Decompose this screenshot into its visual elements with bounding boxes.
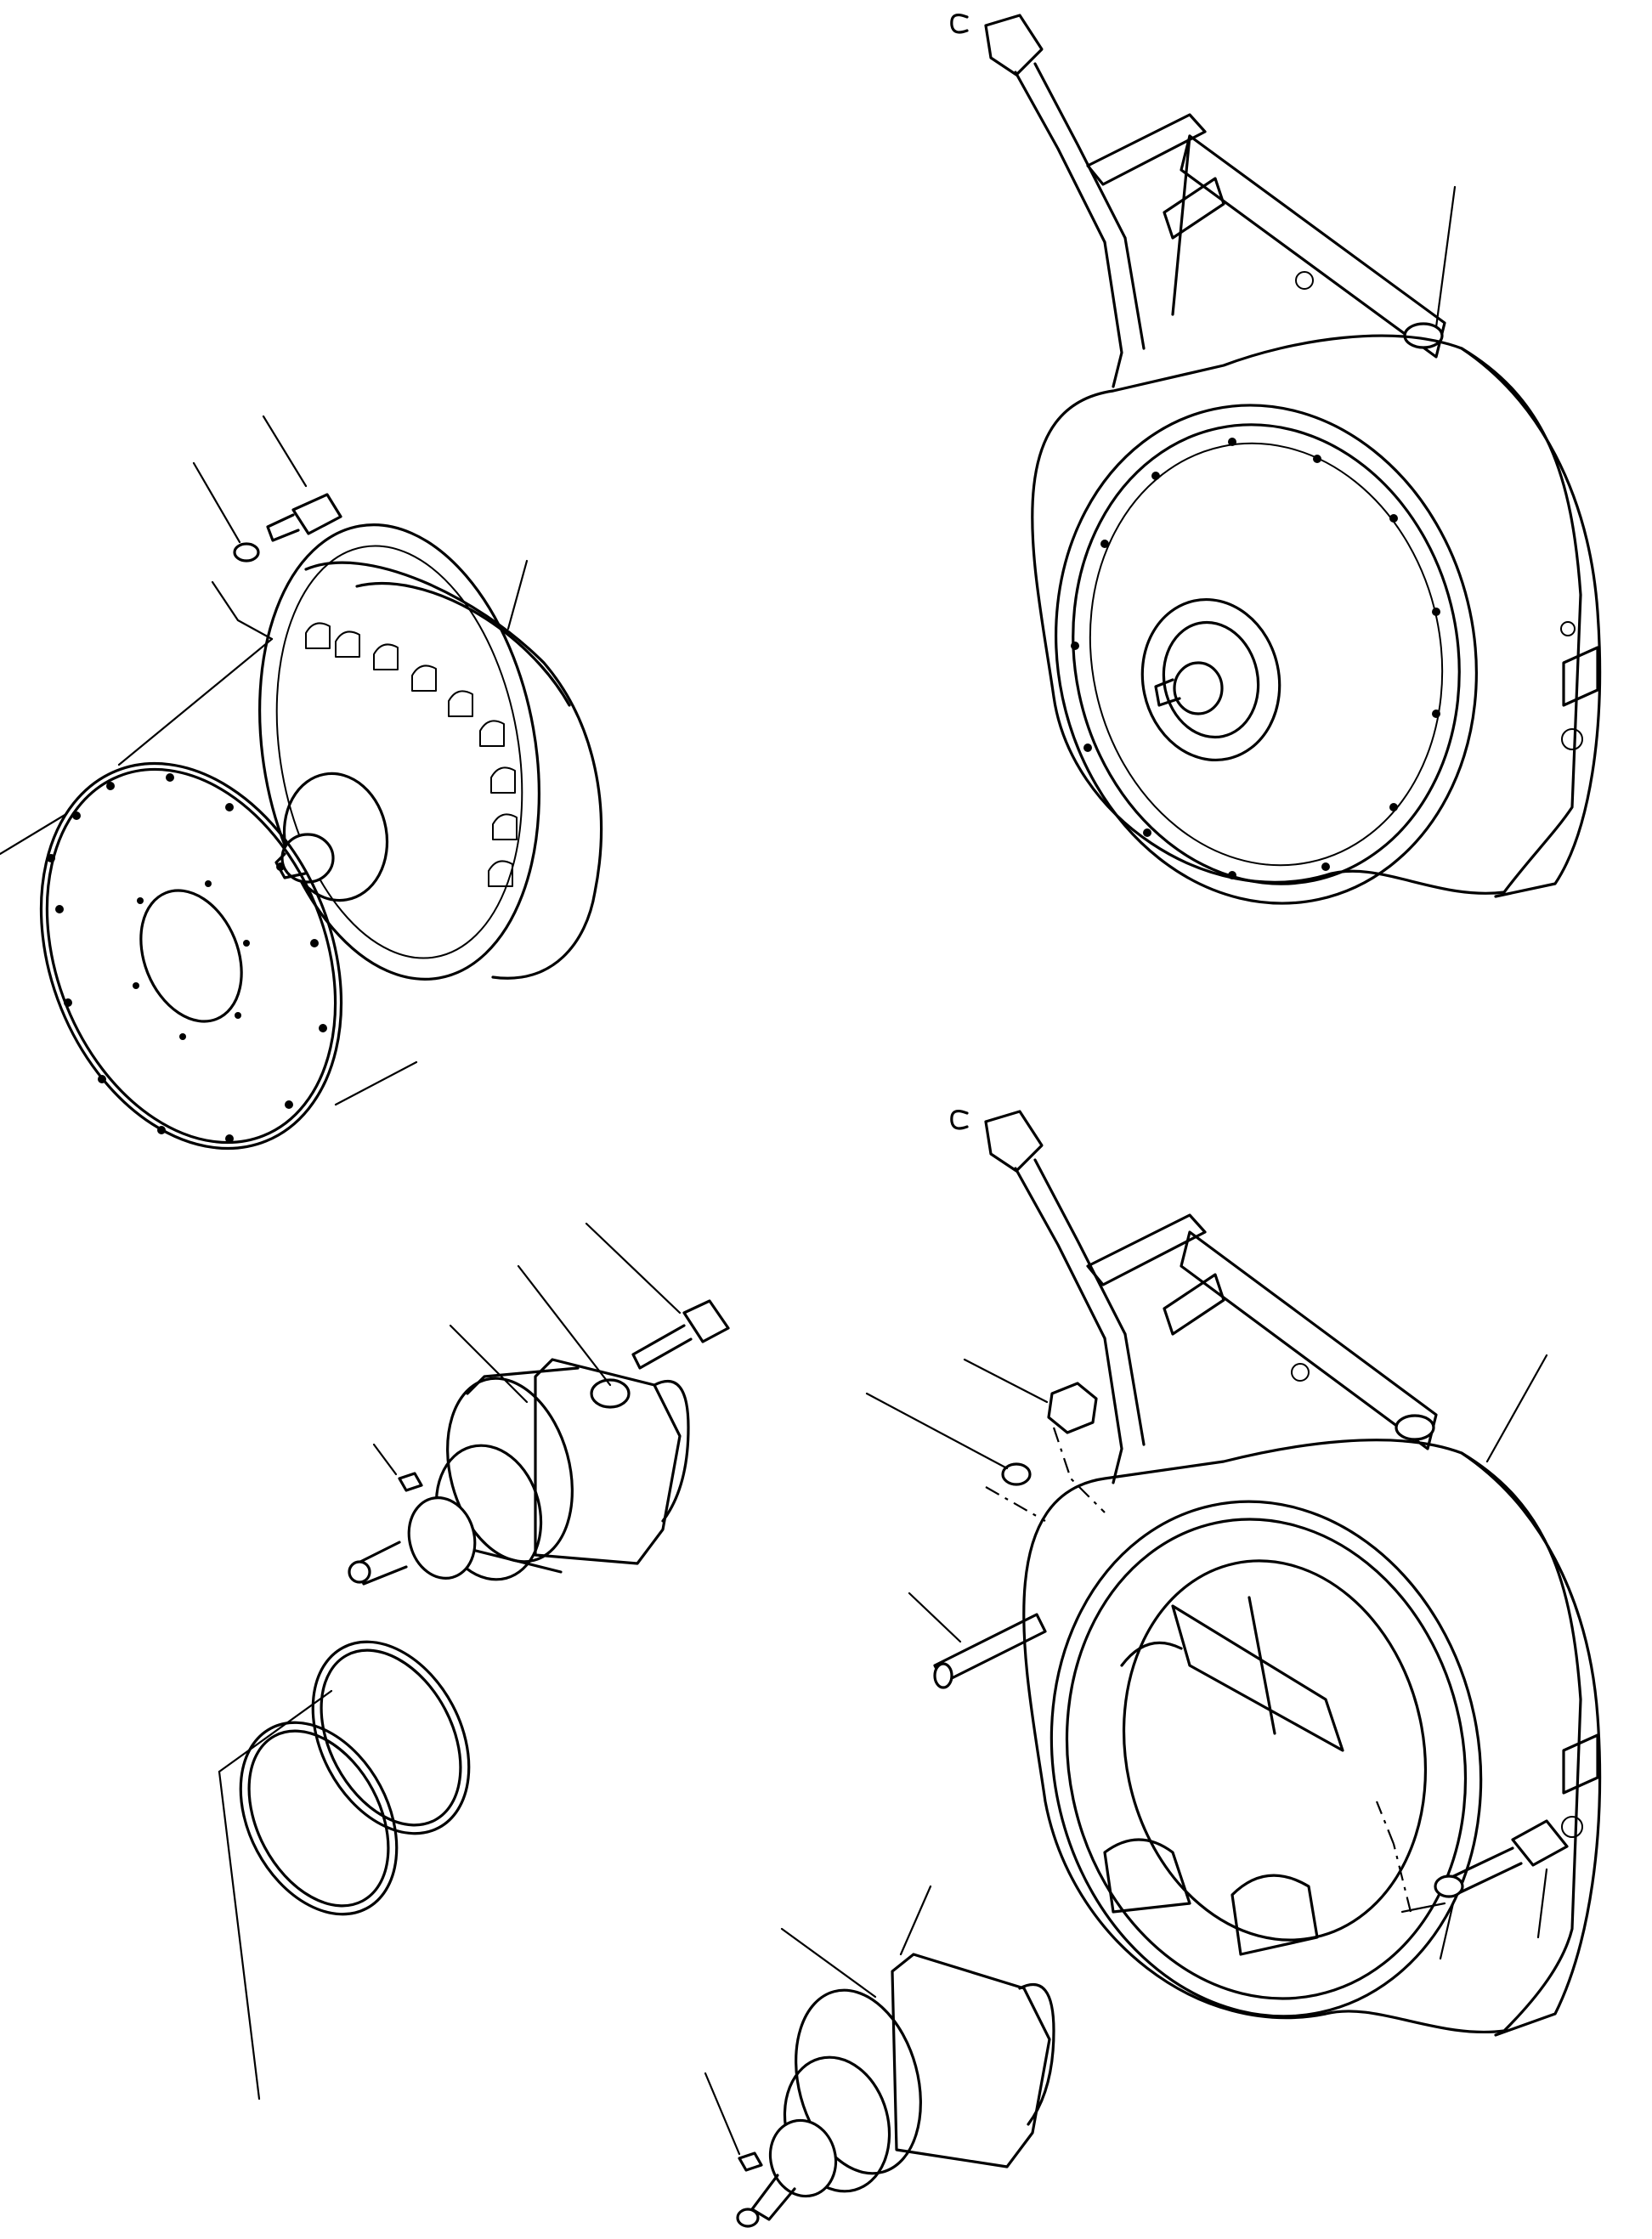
pump-lower bbox=[704, 1885, 1055, 2228]
converter-housing-upper bbox=[950, 14, 1602, 905]
o-rings bbox=[218, 1640, 471, 2100]
torque-converter bbox=[258, 523, 603, 981]
flex-plate bbox=[0, 415, 418, 1151]
converter-housing-lower bbox=[865, 1110, 1602, 2037]
pump-upper bbox=[348, 1222, 730, 1586]
